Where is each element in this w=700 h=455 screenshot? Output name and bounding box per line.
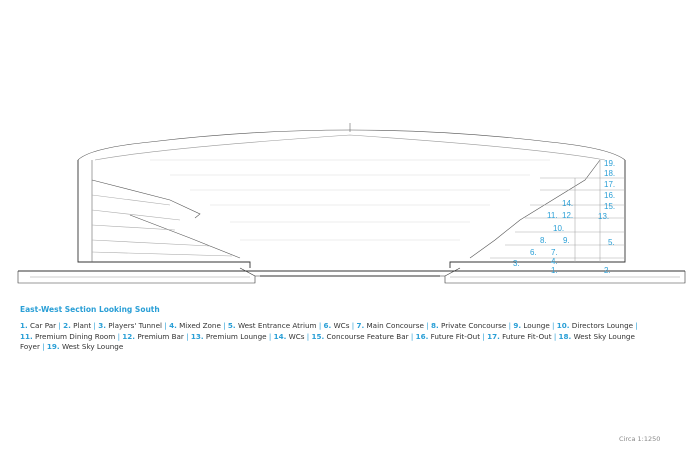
callout-12: 12. [562, 211, 573, 220]
callout-8: 8. [540, 236, 547, 245]
west-stand-outline [77, 160, 251, 268]
legend-item: 7. Main Concourse [356, 321, 424, 330]
legend-item: 18. West Sky Lounge Foyer [20, 331, 635, 352]
roof-outline [77, 129, 626, 161]
callout-16: 16. [604, 191, 615, 200]
scale-note: Circa 1:1250 [619, 435, 661, 443]
roof-inner [94, 134, 606, 161]
legend-item: 17. Future Fit-Out [487, 331, 552, 341]
legend-item: 19. West Sky Lounge [46, 342, 124, 351]
callout-10: 10. [553, 224, 564, 233]
callout-2: 2. [604, 266, 611, 275]
legend-item: 16. Future Fit-Out [415, 331, 481, 341]
callout-13: 13. [598, 212, 609, 221]
callout-4: 4. [551, 257, 558, 266]
callout-11: 11. [547, 211, 558, 220]
legend-item: 2. Plant [63, 321, 92, 330]
legend-item: 6. WCs [323, 321, 350, 330]
legend-item: 15. Concourse Feature Bar [311, 331, 409, 341]
legend-item: 4. Mixed Zone [169, 321, 221, 330]
legend-item: 11. Premium Dining Room [20, 331, 116, 341]
callout-5: 5. [608, 238, 615, 247]
stadium-section-drawing: 1. 2. 3. 4. 5. 6. 7. 8. 9. 10. 11. 12. 1… [17, 123, 686, 284]
callout-14: 14. [562, 199, 573, 208]
legend-item: 14. WCs [273, 331, 305, 341]
callout-1: 1. [551, 266, 558, 275]
callout-3: 3. [513, 259, 520, 268]
callout-6: 6. [530, 248, 537, 257]
section-title: East-West Section Looking South [20, 305, 160, 314]
legend-item: 12. Premium Bar [122, 331, 184, 341]
east-stand-outline [449, 160, 626, 268]
legend-item: 8. Private Concourse [430, 321, 507, 330]
legend-item: 1. Car Par [20, 321, 57, 330]
callout-17: 17. [604, 180, 615, 189]
west-tier-upper [91, 179, 201, 219]
legend: 1. Car Par | 2. Plant | 3. Players' Tunn… [20, 321, 638, 352]
legend-item: 10. Directors Lounge [556, 321, 634, 330]
callout-7: 7. [551, 248, 558, 257]
callout-18: 18. [604, 169, 615, 178]
callout-19: 19. [604, 159, 615, 168]
east-tier-upper [469, 159, 601, 259]
legend-item: 9. Lounge [513, 321, 550, 330]
west-tier-lower [129, 214, 241, 259]
basement-west [17, 271, 256, 284]
basement-east [444, 271, 686, 284]
legend-item: 5. West Entrance Atrium [227, 321, 317, 330]
legend-item: 13. Premium Lounge [190, 331, 267, 341]
callout-15: 15. [604, 202, 615, 211]
pitch-bowl [239, 267, 461, 277]
callout-9: 9. [563, 236, 570, 245]
legend-item: 3. Players' Tunnel [98, 321, 163, 330]
